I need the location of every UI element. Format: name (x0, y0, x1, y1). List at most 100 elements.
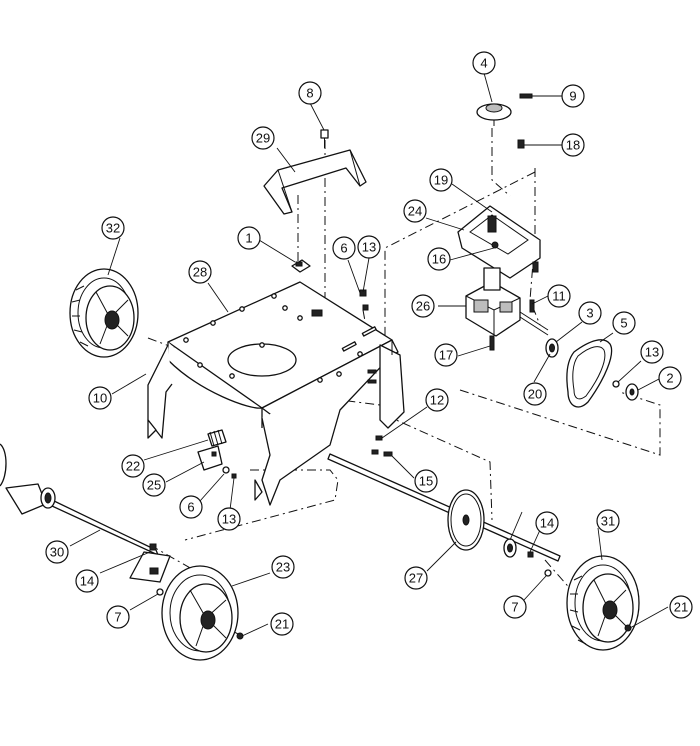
callout-text: 13 (222, 512, 236, 527)
callout-text: 7 (114, 610, 121, 625)
sprocket-part (447, 489, 485, 551)
callout-ring (561, 133, 585, 157)
callout-ring (251, 126, 275, 150)
callout-text: 13 (645, 345, 659, 360)
pin-part (517, 93, 533, 149)
callout-text: 12 (430, 393, 444, 408)
assembly-guide-lines (147, 128, 661, 636)
callout-31: 31 (596, 509, 620, 533)
drive-belt-part (566, 339, 613, 408)
callout-ring (503, 595, 527, 619)
callout-text: 28 (193, 265, 207, 280)
callout-labels: 4 9 8 18 29 19 24 32 1 6 13 16 28 11 26 … (45, 51, 693, 636)
callout-17: 17 (434, 343, 458, 367)
callout-ring (271, 555, 295, 579)
callout-20: 20 (523, 382, 547, 406)
callout-ring (270, 612, 294, 636)
callout-14: 14 (75, 569, 99, 593)
rear-axle-part (327, 453, 561, 562)
callout-ring (404, 566, 428, 590)
callout-ring (75, 569, 99, 593)
callout-5: 5 (612, 311, 636, 335)
callout-24: 24 (403, 199, 427, 223)
callout-text: 26 (416, 299, 430, 314)
callout-ring (658, 366, 682, 390)
callout-22: 22 (121, 454, 145, 478)
callout-text: 15 (419, 474, 433, 489)
callout-text: 3 (586, 306, 593, 321)
callout-text: 17 (439, 348, 453, 363)
callout-ring (434, 343, 458, 367)
callout-8: 8 (298, 81, 322, 105)
knob-part (476, 103, 512, 126)
callout-21: 21 (669, 595, 693, 619)
wheel-partial-part (0, 443, 7, 487)
callout-text: 21 (674, 600, 688, 615)
callout-10: 10 (88, 386, 112, 410)
callout-ring (357, 235, 381, 259)
callout-6: 6 (179, 495, 203, 519)
shield-cover-part (263, 149, 367, 215)
callout-13: 13 (640, 340, 664, 364)
callout-text: 7 (511, 600, 518, 615)
callout-text: 10 (93, 391, 107, 406)
callout-ring (237, 226, 261, 250)
main-deck-part (147, 281, 405, 506)
wheel-front-right-part (566, 555, 640, 651)
callout-text: 4 (480, 56, 487, 71)
callout-ring (578, 301, 602, 325)
callout-text: 14 (80, 574, 94, 589)
callout-ring (472, 51, 496, 75)
callout-ring (298, 81, 322, 105)
fastener-part (359, 289, 369, 311)
screw-part (320, 129, 329, 148)
hub-part (156, 538, 552, 596)
wheel-front-left-part (161, 565, 244, 661)
callout-text: 19 (434, 173, 448, 188)
spring-bracket-part (291, 259, 311, 273)
leader-lines (69, 72, 669, 637)
callout-text: 9 (569, 89, 576, 104)
callout-ring (88, 386, 112, 410)
callout-23: 23 (271, 555, 295, 579)
gear-box-part (465, 267, 549, 351)
drive-pulley-part (545, 338, 559, 358)
callout-28: 28 (188, 260, 212, 284)
gear-bracket-part (457, 205, 541, 279)
callout-text: 20 (528, 387, 542, 402)
callout-ring (332, 236, 356, 260)
callout-18: 18 (561, 133, 585, 157)
callout-7: 7 (106, 605, 130, 629)
callout-text: 1 (245, 231, 252, 246)
callout-text: 24 (408, 204, 422, 219)
callout-text: 8 (306, 86, 313, 101)
callout-text: 6 (187, 500, 194, 515)
wheel-rear-left-part (69, 268, 139, 358)
callout-text: 2 (666, 371, 673, 386)
callout-text: 14 (540, 516, 554, 531)
callout-text: 22 (126, 459, 140, 474)
callout-12: 12 (425, 388, 449, 412)
callout-ring (425, 388, 449, 412)
callout-19: 19 (429, 168, 453, 192)
callout-ring (547, 284, 571, 308)
callout-ring (101, 216, 125, 240)
front-axle-part (5, 483, 171, 583)
callout-13: 13 (217, 507, 241, 531)
callout-ring (414, 469, 438, 493)
callout-text: 18 (566, 138, 580, 153)
callout-text: 32 (106, 221, 120, 236)
callout-ring (561, 84, 585, 108)
callout-text: 16 (432, 252, 446, 267)
callout-32: 32 (101, 216, 125, 240)
callout-14: 14 (535, 511, 559, 535)
callout-text: 23 (276, 560, 290, 575)
callout-ring (523, 382, 547, 406)
callout-text: 30 (50, 545, 64, 560)
callout-16: 16 (427, 247, 451, 271)
callout-text: 6 (340, 241, 347, 256)
callout-30: 30 (45, 540, 69, 564)
callout-text: 27 (409, 571, 423, 586)
callout-text: 31 (601, 514, 615, 529)
spring-latch-part (197, 429, 237, 479)
